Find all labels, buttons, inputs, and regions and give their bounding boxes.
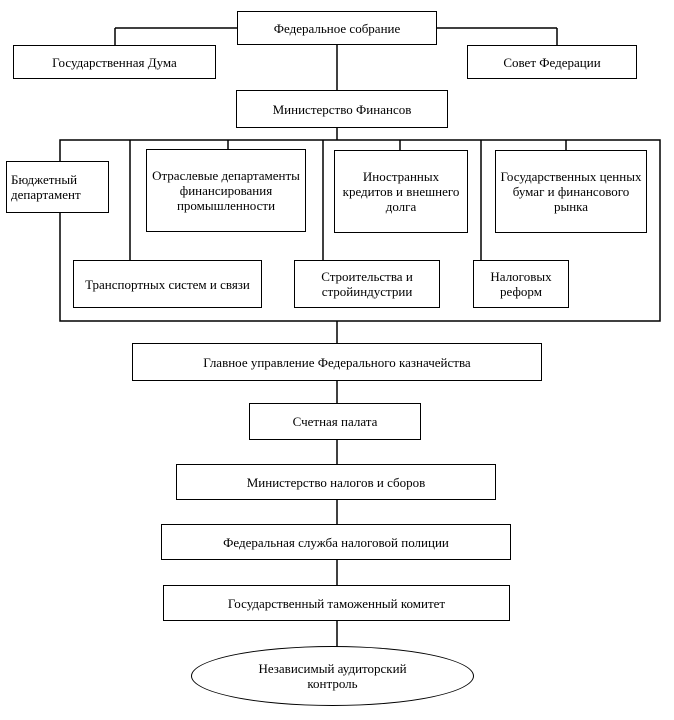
customs-box: Государственный таможенный комитет (163, 585, 510, 621)
tax-ministry-box: Министерство налогов и сборов (176, 464, 496, 500)
state-duma-box: Государственная Дума (13, 45, 216, 79)
securities-box: Государственных ценных бумаг и финансово… (495, 150, 647, 233)
transport-box: Транспортных систем и связи (73, 260, 262, 308)
treasury-box: Главное управление Федерального казначей… (132, 343, 542, 381)
tax-police-box: Федеральная служба налоговой полиции (161, 524, 511, 560)
tax-reforms-box: Налоговых реформ (473, 260, 569, 308)
construction-box: Строительства и стройиндустрии (294, 260, 440, 308)
sectoral-departments-box: Отраслевые департаменты финансирования п… (146, 149, 306, 232)
foreign-credits-box: Иностранных кредитов и внешнего долга (334, 150, 468, 233)
accounts-chamber-box: Счетная палата (249, 403, 421, 440)
ministry-of-finance-box: Министерство Финансов (236, 90, 448, 128)
independent-audit-oval: Независимый аудиторский контроль (191, 646, 474, 706)
federal-assembly-box: Федеральное собрание (237, 11, 437, 45)
federation-council-box: Совет Федерации (467, 45, 637, 79)
budget-department-box: Бюджетный департамент (6, 161, 109, 213)
